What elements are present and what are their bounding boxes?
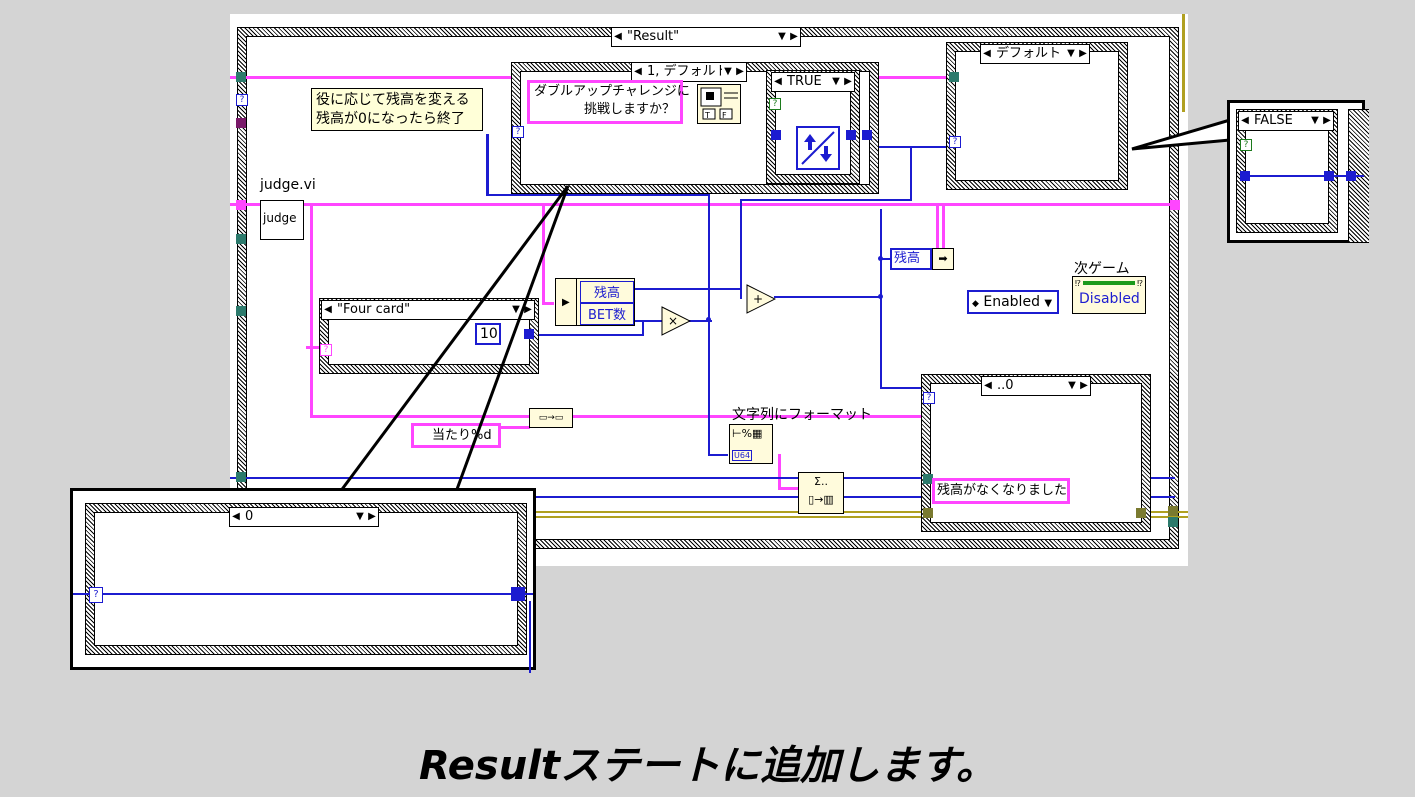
comment-label: 役に応じて残高を変える 残高が0になったら終了: [311, 88, 483, 131]
add-node[interactable]: +: [746, 284, 777, 314]
next-game-label: 次ゲーム: [1074, 261, 1130, 277]
chevron-down-icon[interactable]: ▼: [778, 31, 786, 42]
svg-text:+: +: [753, 292, 763, 306]
zero-subcase-selector[interactable]: ◀0▼▶: [229, 507, 379, 527]
callout-zero-case: ◀0▼▶ ?: [70, 488, 536, 673]
increment-arrow-icon[interactable]: ▶: [790, 31, 798, 42]
decrement-arrow-icon[interactable]: ◀: [614, 31, 622, 42]
no-balance-string-constant[interactable]: 残高がなくなりました: [932, 478, 1070, 504]
default-case-structure[interactable]: [946, 42, 1128, 190]
subvi-label: judge.vi: [260, 177, 316, 193]
callout-pointer-left: [338, 185, 570, 493]
false-case-selector[interactable]: ◀FALSE▼▶: [1238, 111, 1334, 131]
format-into-string-node[interactable]: ⊢%▦ U64: [729, 424, 773, 464]
bundle-arrow-icon: ➡: [932, 248, 954, 270]
zero-case-selector[interactable]: ◀..0▼▶: [981, 376, 1091, 396]
svg-text:×: ×: [668, 314, 678, 328]
svg-text:T: T: [704, 111, 710, 120]
enabled-enum-constant[interactable]: ◆ Enabled ▼: [967, 290, 1059, 314]
slide-caption: Resultステートに追加します。: [418, 743, 997, 789]
chevron-down-icon: ▼: [1068, 380, 1076, 391]
chevron-down-icon: ▼: [832, 76, 840, 87]
string-wire: [230, 203, 1175, 206]
balance-bundle-node[interactable]: 残高: [890, 248, 932, 270]
judge-subvi[interactable]: judge: [260, 200, 304, 240]
inner-true-case-selector[interactable]: ◀TRUE▼▶: [771, 72, 855, 92]
number-to-string-icon[interactable]: ▭→▭: [529, 408, 573, 428]
chevron-down-icon: ▼: [512, 304, 520, 315]
format-string-label: 文字列にフォーマット: [732, 407, 872, 423]
string-wire: [230, 76, 520, 79]
callout-pointer-right: [1131, 118, 1231, 151]
chevron-down-icon: ▼: [1067, 48, 1075, 59]
prompt-string-constant[interactable]: ダブルアップチャレンジに 挑戦しますか？: [527, 80, 690, 124]
next-game-property-node[interactable]: ⁉⁉ Disabled: [1072, 276, 1146, 314]
numeric-constant-10[interactable]: 10: [475, 323, 501, 345]
callout-false-case: ◀FALSE▼▶ ?: [1227, 100, 1369, 243]
double-up-case-selector[interactable]: ◀1, デフォルト▼▶: [631, 62, 747, 82]
block-diagram-canvas: ◀ "Result" ▼ ▶ ? 役に応じて残: [230, 14, 1188, 566]
error-wire: [230, 511, 1188, 513]
left-tunnel: [236, 72, 246, 82]
outer-case-selector[interactable]: ◀ "Result" ▼ ▶: [611, 27, 801, 47]
four-card-case-selector[interactable]: ◀"Four card"▼▶: [321, 300, 535, 320]
svg-text:F: F: [722, 111, 727, 120]
default-case-selector[interactable]: ◀デフォルト▼▶: [980, 44, 1090, 64]
chevron-down-icon: ▼: [1311, 115, 1319, 126]
unbundle-by-name-node[interactable]: ▶ 残高 BET数: [555, 278, 635, 326]
chevron-down-icon: ▼: [356, 511, 364, 522]
zero-case-structure[interactable]: [921, 374, 1151, 532]
chevron-down-icon: ▼: [724, 66, 732, 77]
hit-format-string-constant[interactable]: 当たり%d: [411, 423, 501, 448]
array-build-node-1[interactable]: Σ..▯→▥: [798, 472, 844, 514]
swap-icon[interactable]: [796, 126, 840, 170]
numeric-wire: [486, 134, 489, 196]
multiply-node[interactable]: ×: [661, 306, 692, 336]
